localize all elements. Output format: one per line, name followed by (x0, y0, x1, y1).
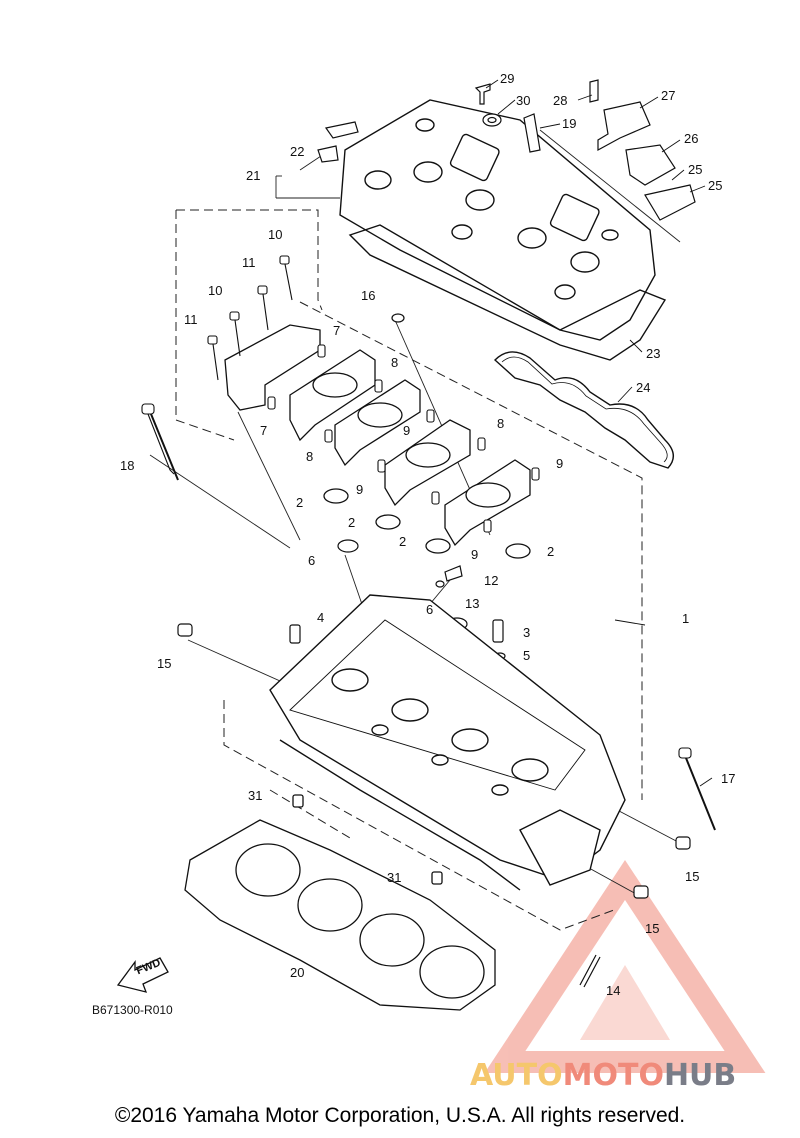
o-rings (323, 488, 531, 559)
callout-2b: 2 (348, 515, 356, 530)
callout-2c: 2 (399, 534, 407, 549)
callout-10a: 10 (268, 227, 283, 242)
callout-29: 29 (500, 71, 515, 86)
callout-4: 4 (317, 610, 325, 625)
callout-7b: 7 (260, 423, 268, 438)
callout-31b: 31 (387, 870, 402, 885)
callout-30: 30 (516, 93, 531, 108)
callout-9b: 9 (356, 482, 364, 497)
callout-15a: 15 (157, 656, 172, 671)
callout-22: 22 (290, 144, 305, 159)
callout-8b: 8 (306, 449, 314, 464)
gasket-24 (493, 351, 674, 469)
dowel-pins (267, 344, 540, 533)
top-small-parts (317, 79, 696, 323)
callout-25a: 25 (688, 162, 703, 177)
assembly-dashed-lines (175, 209, 643, 931)
callout-2d: 2 (547, 544, 555, 559)
cylinder-head-cover (339, 99, 667, 361)
camshaft-caps (224, 324, 531, 547)
copyright-notice: ©2016 Yamaha Motor Corporation, U.S.A. A… (114, 1104, 686, 1127)
watermark-logo: AUTOMOTOHUB (470, 1058, 736, 1093)
watermark-hub: HUB (663, 1058, 737, 1093)
callout-17: 17 (721, 771, 736, 786)
callout-10b: 10 (208, 283, 223, 298)
callout-12: 12 (484, 573, 499, 588)
callout-5: 5 (523, 648, 531, 663)
callout-21: 21 (246, 168, 261, 183)
callout-9a: 9 (403, 423, 411, 438)
callout-15c: 15 (645, 921, 660, 936)
fwd-arrow-icon (116, 957, 169, 993)
callout-6a: 6 (308, 553, 316, 568)
callout-9c: 9 (556, 456, 564, 471)
callout-leaders (485, 79, 713, 787)
callout-8c: 8 (497, 416, 505, 431)
callout-13: 13 (465, 596, 480, 611)
callout-31a: 31 (248, 788, 263, 803)
callout-19: 19 (562, 116, 577, 131)
callout-28: 28 (553, 93, 568, 108)
plugs (177, 539, 691, 899)
callout-20: 20 (290, 965, 305, 980)
watermark-moto: MOTO (562, 1058, 664, 1093)
callout-18: 18 (120, 458, 135, 473)
callout-23: 23 (646, 346, 661, 361)
callout-6b: 6 (426, 602, 434, 617)
callout-8a: 8 (391, 355, 399, 370)
bolts (141, 255, 716, 831)
watermark-auto: AUTO (470, 1058, 563, 1093)
callout-7a: 7 (333, 323, 341, 338)
callout-26: 26 (684, 131, 699, 146)
callout-15b: 15 (685, 869, 700, 884)
catalog-code: B671300-R010 (92, 1003, 173, 1017)
callout-24: 24 (636, 380, 651, 395)
watermark-triangle (484, 860, 766, 1073)
callout-2a: 2 (296, 495, 304, 510)
callout-11a: 11 (242, 255, 256, 270)
callout-25b: 25 (708, 178, 723, 193)
callout-9d: 9 (471, 547, 479, 562)
cylinder-head (269, 594, 626, 891)
callout-11b: 11 (184, 312, 198, 327)
stud-14 (579, 954, 601, 988)
callout-16: 16 (361, 288, 376, 303)
callout-3: 3 (523, 625, 531, 640)
callout-27: 27 (661, 88, 676, 103)
head-gasket-20 (184, 794, 496, 1011)
callout-14: 14 (606, 983, 621, 998)
callout-1: 1 (682, 611, 690, 626)
